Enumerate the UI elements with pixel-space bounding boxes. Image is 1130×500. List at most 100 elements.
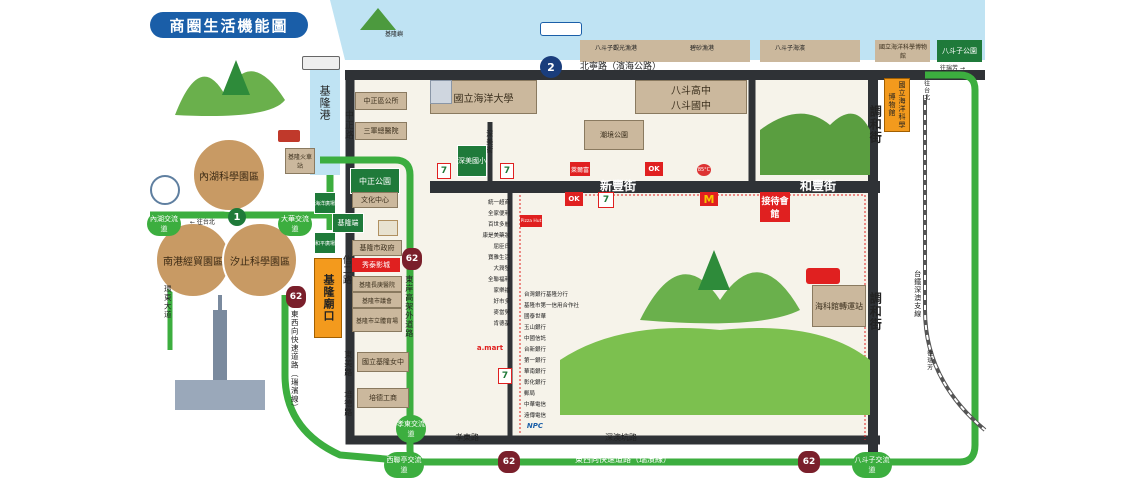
temple-icon — [378, 220, 398, 236]
seven-eleven-logo-3: 7 — [598, 192, 614, 208]
store-item: 康是美藥妝 — [482, 233, 510, 239]
hill-3 — [560, 328, 870, 415]
keelung-girls-school: 國立基隆女中 — [357, 352, 409, 372]
store-item: 統一超商 — [487, 200, 510, 206]
amart-logo: a.mart — [476, 344, 504, 352]
store-item: 彰化銀行 — [524, 380, 547, 386]
huandong-road-label: 環東大道 — [163, 285, 173, 319]
zhongzheng-park: 中正公園 — [350, 168, 400, 194]
reception-hall: 接待會館 — [760, 192, 790, 222]
xinfeng-street-label: 新豐街 — [600, 179, 637, 193]
xidun-interchange: 西聯亭交流道 — [384, 452, 424, 478]
store-item: 全聯福利 — [487, 277, 510, 283]
keelung-stadium: 基隆市立體育場 — [352, 308, 402, 332]
ok-logo: OK — [645, 162, 663, 176]
seven-eleven-logo-4: 7 — [498, 368, 512, 384]
ok-logo-2: OK — [565, 192, 583, 206]
bus-icon — [806, 268, 840, 284]
badou-fish-port-label: 八斗子觀光漁港 — [595, 45, 638, 52]
route-62-shield-b: 62 — [286, 286, 306, 308]
dahua-interchange: 大華交流道 — [278, 212, 312, 236]
tiaohe-street-mid-label: 調和街 — [868, 292, 883, 331]
zhongzhou-road — [345, 75, 880, 445]
store-item: 國泰世華 — [524, 314, 547, 320]
freeway-left-label: 東西向快速道路（瑞濱線） — [290, 310, 300, 412]
train-icon — [278, 130, 300, 142]
store-item: 郵局 — [524, 391, 536, 397]
city-skyline — [175, 380, 265, 410]
seven-eleven-logo: 7 — [437, 163, 451, 179]
sea-transit-station: 海科館轉運站 — [812, 285, 866, 327]
railway-label: 台鐵深澳支線 — [913, 270, 922, 318]
shenaokeng-road-label: 深澳坑路 — [605, 433, 637, 442]
freeway-sw — [281, 295, 421, 466]
store-item: 家樂福 — [493, 288, 510, 294]
xiushan-cinema: 秀泰影城 — [352, 258, 400, 272]
beining-road-label: 北寧路（濱海公路） — [580, 62, 662, 72]
store-list-left: 統一超商 全家便利 百世多麗 康是美藥妝 屈臣氏 寶雅生活 大潤發 全聯福利 家… — [452, 198, 510, 330]
chaojing-park-label: 潮境公園 — [584, 120, 644, 150]
chaojing-band — [937, 40, 982, 62]
store-item: 好市多 — [493, 299, 510, 305]
xiaodong-interchange: 孝東交流道 — [396, 415, 426, 443]
keelung-council: 基隆市議會 — [352, 292, 402, 308]
hebin-plaza: 和平廣場 — [314, 232, 336, 254]
page-title: 商圈生活機能圖 — [150, 12, 308, 38]
store-item: 第一銀行 — [524, 358, 547, 364]
pizza-hut-logo: Pizza Hut — [520, 215, 542, 227]
store-list-right: 台灣銀行基隆分行 基隆市第一信用合作社 國泰世華 玉山銀行 中國信託 台新銀行 … — [524, 290, 594, 422]
badou-beach-label: 八斗子海濱 — [775, 45, 806, 52]
store-item: 中國信託 — [524, 336, 547, 342]
route-2-shield: 2 — [540, 56, 562, 78]
ocean-museum-label: 國立海洋科學博物館 — [878, 44, 927, 60]
hill-4 — [760, 113, 870, 175]
hefeng-street-label: 和豐街 — [800, 179, 837, 193]
npc-logo: NPC — [526, 422, 544, 430]
badou-park-label: 八斗子公園 — [942, 47, 977, 55]
zhongzheng-road-label: 中正路 — [342, 110, 353, 140]
store-item: 肯德基 — [493, 321, 510, 327]
route-1-shield: 1 — [228, 208, 246, 226]
neihu-park-circle: 內湖科學園區 — [192, 138, 266, 212]
neihu-interchange: 內湖交流道 — [147, 212, 181, 236]
shenmei-street-label: 深美街 — [485, 130, 494, 154]
store-item: 玉山銀行 — [524, 325, 547, 331]
railway-taipei-label: 往台北 — [922, 80, 930, 101]
badou-port-band — [760, 40, 860, 62]
dotted-route-b — [565, 194, 866, 440]
store-item: 遠傳電信 — [524, 413, 547, 419]
keelung-city-gov: 基隆市政府 — [352, 240, 402, 256]
tree-2 — [698, 250, 730, 290]
zhongzheng-district-office: 中正區公所 — [355, 92, 407, 110]
railway-ruifang-label: 往瑞芳 — [925, 350, 933, 371]
ferris-wheel — [150, 175, 180, 205]
route-62-shield-c: 62 — [498, 451, 520, 473]
building-icon — [430, 80, 452, 104]
hilife-logo: 萊爾富 — [570, 162, 590, 176]
badou-fish-band — [580, 40, 750, 62]
85c-logo: 85°C — [697, 164, 711, 176]
peide-road-label: 培德路 — [343, 390, 353, 417]
haiyang-plaza: 海洋廣場 — [314, 192, 336, 214]
keelung-harbor-water — [310, 60, 340, 175]
freeway-bottom-label: 東西向快速道路（瑞濱線） — [575, 455, 671, 464]
keelung-station: 基隆火車站 — [285, 148, 315, 174]
donglan-road-label: 東岸高架外道路 — [404, 275, 414, 338]
store-item: 基隆市第一信用合作社 — [524, 303, 580, 309]
store-item: 台新銀行 — [524, 347, 547, 353]
store-item: 中華電信 — [524, 402, 547, 408]
store-item: 華南銀行 — [524, 369, 547, 375]
badou-high-school: 八斗高中 八斗國中 — [635, 80, 747, 114]
tiaohe-street-top-label: 調和街 — [868, 105, 883, 144]
keelung-port-label: 基隆港 — [318, 85, 332, 121]
freeway-loop — [320, 71, 979, 466]
biza-fish-port-label: 碧砂漁港 — [690, 45, 715, 52]
shenmei-school: 深美國小 — [457, 145, 487, 177]
ocean-mus-band — [875, 40, 930, 62]
ship-icon — [302, 56, 340, 70]
xiaodong-road-label: 孝東路 — [455, 433, 479, 442]
islet — [360, 8, 396, 30]
jiyou-end: 基隆端 — [332, 213, 364, 233]
